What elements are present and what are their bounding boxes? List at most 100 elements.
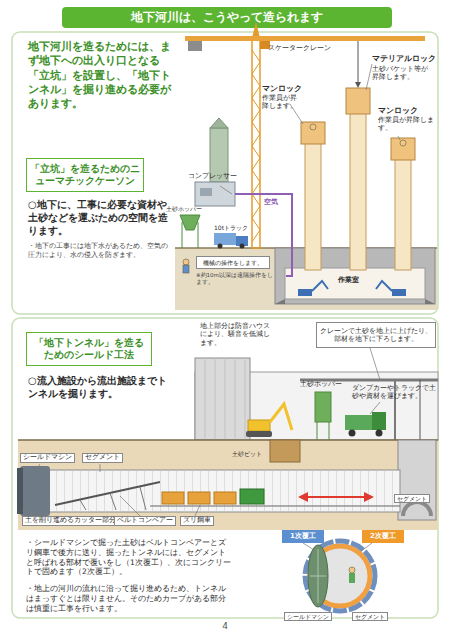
hopper-symbol	[329, 422, 330, 440]
muck-car	[162, 489, 264, 504]
truck-symbol	[214, 233, 248, 249]
transport-arrow	[300, 496, 372, 498]
shaft-lock	[346, 88, 370, 114]
shaft-lock	[301, 122, 325, 144]
tunnel-cross-section	[310, 549, 326, 603]
ground-layer	[18, 440, 438, 530]
callout-box: クレーンで土砂を地上に上げたり、部材を地下に下ろします。	[316, 322, 436, 348]
hopper-symbol	[182, 222, 183, 248]
excavator-symbol	[246, 431, 272, 437]
leader-line	[100, 464, 101, 472]
leader-line	[22, 348, 380, 552]
part-name: コンプレッサー	[188, 172, 237, 180]
dump-truck	[345, 412, 386, 437]
shield-machine	[17, 466, 50, 516]
part-tag: ベルトコンベアー	[114, 516, 176, 526]
dump-truck	[372, 412, 386, 430]
part-tag: ズリ鋼車	[180, 516, 214, 526]
lining-tag: 2次覆工	[362, 530, 404, 543]
shaft-lock	[301, 88, 415, 270]
worker-figure	[183, 265, 189, 273]
leader-line	[220, 64, 400, 194]
compressor-symbol	[195, 182, 235, 206]
callout-box: 機械の操作をします。	[196, 256, 270, 269]
part-name: 土砂ホッパー	[166, 205, 202, 213]
tunnel	[48, 470, 400, 512]
crane-symbol	[252, 50, 260, 242]
belt-conveyor	[80, 487, 146, 510]
node-text: 「立坑」を造るためのニューマチックケーソン	[30, 163, 140, 188]
intro-text: 地下河川を造るためには、まず地下への出入り口となる「立坑」を設置し、「地下トンネ…	[28, 40, 178, 111]
hopper-symbol	[180, 215, 200, 248]
compressor-symbol	[200, 188, 212, 196]
worker-figure	[183, 259, 189, 265]
section-panel	[12, 32, 438, 618]
lining-tag: 1次覆工	[282, 530, 324, 543]
tunnel-cross-section	[308, 545, 328, 607]
truck-symbol	[214, 233, 236, 245]
transport-arrow	[300, 497, 372, 498]
node-text: 機械の操作をします。	[203, 259, 263, 267]
page-number: 4	[218, 621, 232, 633]
leader-line	[366, 64, 372, 90]
shield-machine	[20, 466, 50, 516]
tunnel-cross-section	[305, 541, 375, 611]
shaft-lock	[391, 138, 415, 160]
shaft-lock	[305, 135, 321, 270]
ground-layer	[18, 439, 438, 441]
tunnel	[48, 470, 400, 512]
leader-line	[303, 543, 314, 550]
hopper-symbol	[315, 392, 331, 440]
leader-line	[36, 464, 40, 470]
part-tag: 土を削り進めるカッター部分	[22, 516, 119, 526]
note-text: ※約10m以深は遠隔操作をします。	[196, 272, 276, 286]
muck-car	[214, 492, 236, 504]
part-name: 10tトラック	[214, 224, 248, 232]
dump-truck	[376, 430, 383, 437]
bullet-text: ・地上の河川の流れに沿って掘り進めるため、トンネルはまっすぐとは限りません。その…	[26, 584, 231, 613]
tunnel	[48, 470, 400, 512]
excavator-symbol	[248, 420, 270, 431]
soil-pit	[270, 440, 300, 462]
part-name: スケータークレーン	[268, 44, 331, 53]
part-name: 作業室	[338, 276, 359, 285]
callout-note: ダンプカーやトラックで土砂や資材を運びます。	[352, 384, 436, 401]
part-tag: セグメント	[394, 494, 430, 503]
vertical-shaft	[403, 502, 431, 516]
leader-line	[220, 186, 232, 194]
crane-symbol	[358, 41, 359, 82]
worker-figure	[183, 124, 406, 273]
dump-truck	[345, 415, 372, 430]
shaft-lock	[350, 100, 366, 270]
leader-line	[195, 505, 200, 516]
excavator-symbol	[298, 289, 312, 296]
callout-note: 土砂バケット等が昇降します。	[372, 65, 434, 82]
callout-note: 作業員が昇降します。	[262, 94, 302, 111]
part-name: 空気	[264, 198, 278, 207]
part-name: 土砂ピット	[232, 450, 262, 458]
node-text: 1次覆工	[290, 532, 316, 541]
heading-box: 「立坑」を造るためのニューマチックケーソン	[26, 158, 144, 192]
tunnel	[150, 505, 400, 506]
tunnel-cross-section	[349, 573, 355, 583]
bullet-text: ・シールドマシンで掘った土砂はベルトコンベアーとズリ鋼車で後方に送り、掘ったトン…	[26, 538, 231, 577]
soundproof-house	[205, 358, 245, 440]
shaft-lock	[395, 150, 411, 270]
hopper-symbol	[198, 222, 199, 248]
hopper-symbol	[315, 392, 331, 422]
callout-note: 作業員が昇降します。	[378, 116, 434, 133]
section-panel	[12, 32, 438, 314]
belt-conveyor	[55, 482, 160, 510]
note-text: ・地下の工事には地下水があるため、空気の圧力により、水の侵入を防ぎます。	[28, 242, 168, 260]
vertical-shaft	[398, 440, 436, 520]
shield-machine	[17, 468, 23, 514]
ground-layer	[18, 440, 438, 530]
muck-car	[162, 492, 184, 504]
callout-title: マテリアルロック	[372, 54, 436, 64]
crane-symbol	[355, 82, 361, 88]
node-text: 2次覆工	[370, 532, 396, 541]
page-title: 地下河川は、こうやって造られます	[62, 10, 392, 26]
part-name: 土砂ホッパー	[300, 380, 342, 388]
compressor-symbol	[195, 182, 235, 206]
part-tag: シールドマシン	[284, 612, 332, 621]
